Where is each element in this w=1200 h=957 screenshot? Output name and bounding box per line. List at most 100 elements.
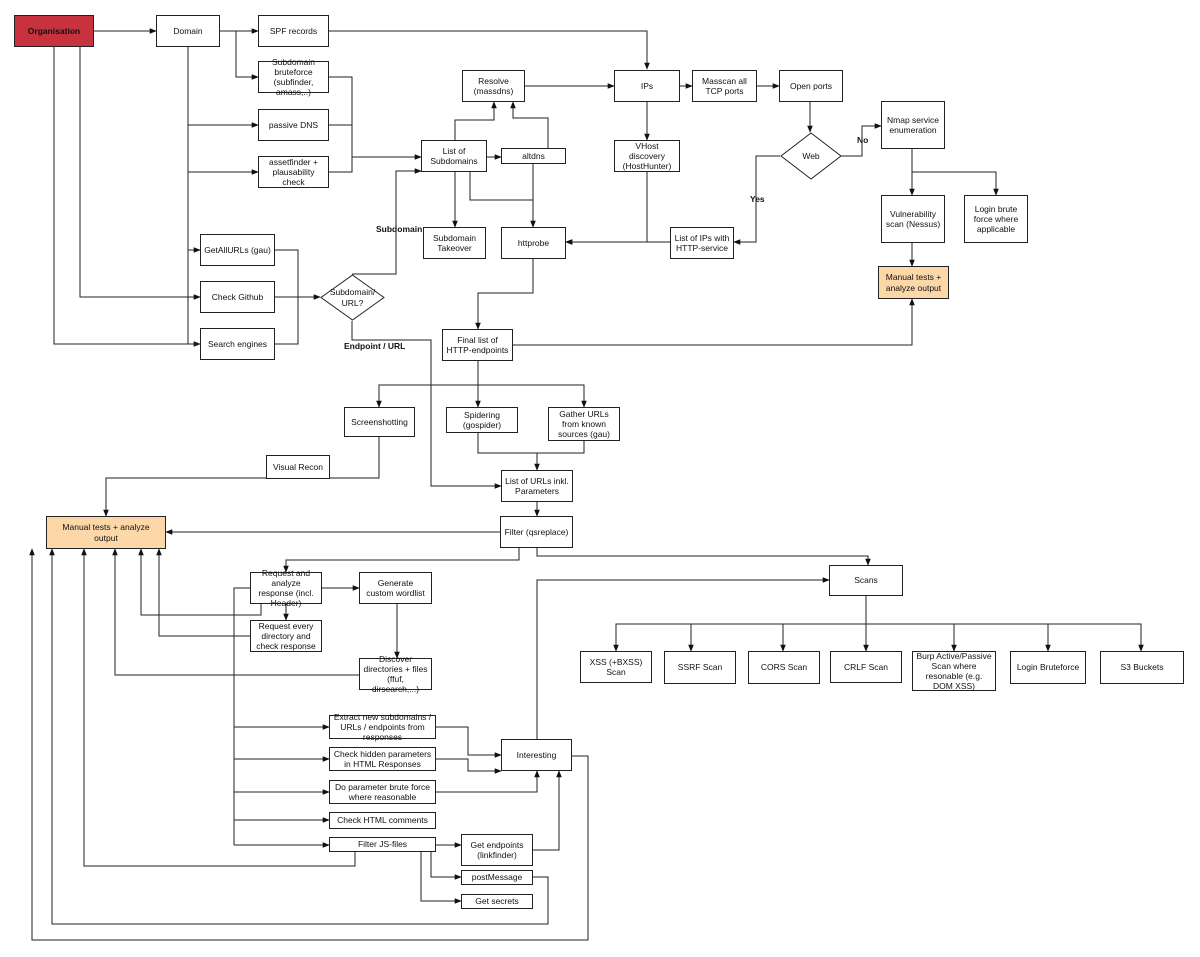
list-ips-http-node[interactable]: List of IPs with HTTP-service [670,227,734,259]
edge [510,101,549,148]
xss-scan-node[interactable]: XSS (+BXSS) Scan [580,651,652,683]
altdns-node[interactable]: altdns [501,148,566,164]
masscan-node[interactable]: Masscan all TCP ports [692,70,757,102]
request-analyze-node[interactable]: Request and analyze response (incl. Head… [250,568,322,608]
open-ports-node[interactable]: Open ports [779,70,843,102]
nmap-node[interactable]: Nmap service enumeration [881,101,945,149]
gather-urls-node[interactable]: Gather URLs from known sources (gau) [548,407,620,441]
subdomain-url-decision[interactable]: Subdomain/ URL? [320,274,385,321]
manual-tests-main-node[interactable]: Manual tests + analyze output [46,516,166,549]
edge [235,31,259,80]
edge [351,321,502,489]
assetfinder-node[interactable]: assetfinder + plausability check [258,156,329,188]
login-brute-force-applicable-node[interactable]: Login brute force where applicable [964,195,1028,243]
vhost-discovery-node[interactable]: VHost discovery (HostHunter) [614,140,680,172]
edge [187,172,201,253]
get-secrets-node[interactable]: Get secrets [461,894,533,909]
generate-wordlist-node[interactable]: Generate custom wordlist [359,572,432,604]
get-endpoints-node[interactable]: Get endpoints (linkfinder) [461,834,533,866]
edge [513,298,915,346]
edge [912,171,999,196]
vulnerability-scan-node[interactable]: Vulnerability scan (Nessus) [881,195,945,243]
httprobe-node[interactable]: httprobe [501,227,566,259]
edge [138,548,262,616]
edge-label-subdomain: Subdomain [376,224,423,234]
edge [478,384,587,408]
post-message-node[interactable]: postMessage [461,870,533,885]
spidering-node[interactable]: Spidering (gospider) [446,407,518,433]
subdomain-bruteforce-node[interactable]: Subdomain bruteforce (subfinder, amass,.… [258,57,329,97]
edge [613,596,867,652]
edge [376,384,478,408]
decision-shape [780,132,842,180]
edge [275,249,299,297]
subdomain-takeover-node[interactable]: Subdomain Takeover [423,227,486,259]
visual-recon-node[interactable]: Visual Recon [266,455,330,479]
edge [733,155,780,245]
edge [420,850,462,904]
edge-label-no: No [857,135,869,145]
edge [329,157,353,173]
filter-qsreplace-node[interactable]: Filter (qsreplace) [500,516,573,548]
filter-js-node[interactable]: Filter JS-files [329,837,436,852]
extract-new-node[interactable]: Extract new subdomains / URLs / endpoint… [329,712,436,742]
ips-node[interactable]: IPs [614,70,680,102]
edge [352,168,422,275]
list-of-subdomains-node[interactable]: List of Subdomains [421,140,487,172]
edge [536,548,871,566]
edge [477,433,540,471]
discover-dirs-node[interactable]: Discover directories + files (ffuf, dirs… [359,654,432,694]
edge [103,437,380,517]
passive-dns-node[interactable]: passive DNS [258,109,329,141]
edge [454,101,497,140]
final-list-node[interactable]: Final list of HTTP-endpoints [442,329,513,361]
edge [533,770,562,851]
ssrf-scan-node[interactable]: SSRF Scan [664,651,736,684]
edge-label-endpoint-url: Endpoint / URL [344,341,406,351]
crlf-scan-node[interactable]: CRLF Scan [830,651,902,683]
check-github-node[interactable]: Check Github [200,281,275,313]
screenshotting-node[interactable]: Screenshotting [344,407,415,437]
s3-buckets-node[interactable]: S3 Buckets [1100,651,1184,684]
manual-tests-top-node[interactable]: Manual tests + analyze output [878,266,949,299]
scans-node[interactable]: Scans [829,565,903,596]
edge [469,172,533,201]
check-hidden-params-node[interactable]: Check hidden parameters in HTML Response… [329,747,436,771]
edge [436,726,502,758]
edge [187,46,259,128]
edge [112,548,359,676]
getallurls-node[interactable]: GetAllURLs (gau) [200,234,275,266]
edge [866,623,957,652]
check-html-comments-node[interactable]: Check HTML comments [329,812,436,829]
search-engines-node[interactable]: Search engines [200,328,275,360]
edge [329,30,650,70]
edge [475,258,534,330]
edge [954,623,1051,652]
list-urls-params-node[interactable]: List of URLs inkl. Parameters [501,470,573,502]
organisation-node[interactable]: Organisation [14,15,94,47]
request-every-dir-node[interactable]: Request every directory and check respon… [250,620,322,652]
edge [436,758,502,774]
edge [49,548,549,925]
resolve-node[interactable]: Resolve (massdns) [462,70,525,102]
edge [53,46,200,345]
edge-label-yes: Yes [750,194,765,204]
edge [565,172,648,245]
domain-node[interactable]: Domain [156,15,220,47]
cors-scan-node[interactable]: CORS Scan [748,651,820,684]
burp-scan-node[interactable]: Burp Active/Passive Scan where resonable… [912,651,996,691]
web-decision[interactable]: Web [780,132,842,180]
edge [283,548,520,573]
edge [536,577,830,739]
param-brute-force-node[interactable]: Do parameter brute force where reasonabl… [329,780,436,804]
edge [537,441,585,454]
edge [233,587,250,845]
edge [841,123,882,157]
spf-records-node[interactable]: SPF records [258,15,329,47]
interesting-node[interactable]: Interesting [501,739,572,771]
login-bruteforce-node[interactable]: Login Bruteforce [1010,651,1086,684]
edge [430,850,462,880]
edge [29,548,589,941]
edge [329,76,422,160]
